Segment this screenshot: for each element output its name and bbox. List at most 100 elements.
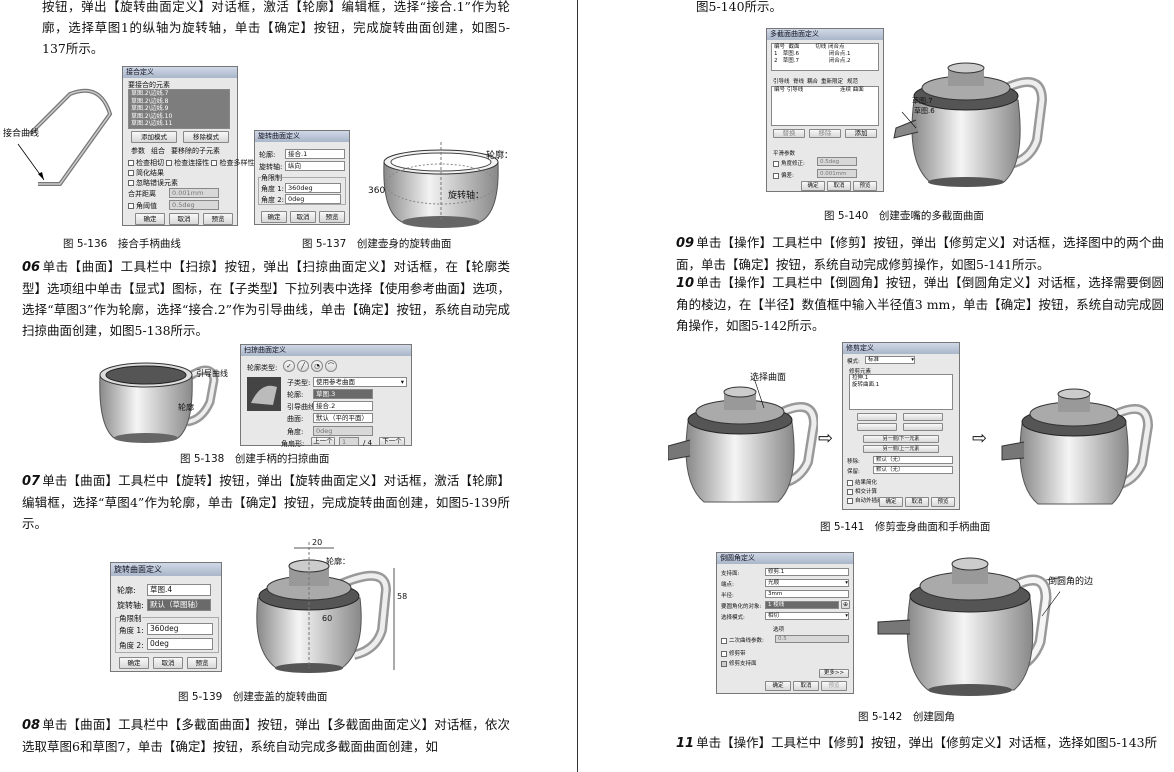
tab-relimitation[interactable]: 重新限定 <box>821 79 844 85</box>
keep-field[interactable]: 默认（无） <box>873 466 953 474</box>
replace-button[interactable]: 替换 <box>773 129 805 138</box>
sector-number-field[interactable]: 1 <box>339 437 359 446</box>
checkbox[interactable] <box>847 497 853 504</box>
ok-button[interactable]: 确定 <box>801 181 825 191</box>
elements-list[interactable]: 草图.2\边线.7 草图.2\边线.8 草图.2\边线.9 草图.2\边线.10… <box>128 89 230 129</box>
profile-field[interactable]: 接合.1 <box>285 149 345 159</box>
add-mode-button[interactable]: 添加模式 <box>131 131 177 143</box>
other-side-previous-button[interactable]: 另一侧/上一元素 <box>863 445 939 453</box>
table-row[interactable]: 1 草图.6 闭合点.1 <box>772 51 878 58</box>
add-button[interactable]: 添加 <box>845 129 877 138</box>
surface-field[interactable]: 默认（平的平面） <box>313 413 373 423</box>
angle1-field[interactable]: 360deg <box>285 183 341 193</box>
grey-button[interactable] <box>903 413 943 421</box>
tab-spine[interactable]: 脊线 <box>793 79 805 85</box>
list-item[interactable]: 草图.2\边线.7 <box>131 90 169 97</box>
ok-button[interactable]: 确定 <box>261 211 287 223</box>
profile-type-explicit-icon[interactable]: ✓ <box>283 360 295 372</box>
angle1-field[interactable]: 360deg <box>147 623 213 635</box>
cancel-button[interactable]: 取消 <box>905 497 929 507</box>
checkbox[interactable] <box>128 180 134 186</box>
checkbox[interactable] <box>166 160 173 166</box>
subtype-select[interactable]: 使用参考曲面▾ <box>313 377 407 387</box>
propagation-select[interactable]: 相切▾ <box>765 612 849 620</box>
merge-distance-field[interactable]: 0.001mm <box>169 188 219 198</box>
checkbox[interactable] <box>721 660 727 667</box>
angle-field[interactable]: 0deg <box>313 426 373 436</box>
cancel-button[interactable]: 取消 <box>290 211 316 223</box>
angle2-field[interactable]: 0deg <box>285 194 341 204</box>
angle2-field[interactable]: 0deg <box>147 638 213 650</box>
ok-button[interactable]: 确定 <box>765 681 791 691</box>
tab-subelements[interactable]: 要移除的子元素 <box>171 147 220 155</box>
ends-select[interactable]: 光顺▾ <box>765 579 849 587</box>
tab-guides[interactable]: 引导线 <box>773 79 790 85</box>
next-button[interactable]: 下一个 <box>379 437 405 446</box>
list-item[interactable]: 草图.2\边线.9 <box>131 105 169 112</box>
edit-list-icon[interactable]: ⊕ <box>841 600 850 609</box>
radius-field[interactable]: 3mm <box>765 590 849 598</box>
profile-type-conic-icon[interactable]: ⌒ <box>325 360 337 372</box>
grey-button[interactable] <box>857 413 897 421</box>
column-header: 曲面 <box>852 87 864 93</box>
list-item[interactable]: 拉伸.1 <box>852 375 869 381</box>
mode-select[interactable]: 标准▾ <box>865 356 915 364</box>
checkbox[interactable] <box>211 160 218 166</box>
more-button[interactable]: 更多>> <box>819 669 849 678</box>
preview-button[interactable]: 预览 <box>319 211 345 223</box>
preview-button[interactable]: 预览 <box>187 657 217 669</box>
guide-curve-field[interactable]: 接合.2 <box>313 401 373 411</box>
grey-button[interactable] <box>903 423 943 431</box>
remove-mode-button[interactable]: 移除模式 <box>183 131 229 143</box>
checkbox[interactable] <box>721 650 727 657</box>
preview-button[interactable]: 预览 <box>821 681 847 691</box>
angle-threshold-field[interactable]: 0.5deg <box>169 200 219 210</box>
checkbox[interactable] <box>847 479 853 486</box>
checkbox[interactable] <box>773 172 779 179</box>
grey-button[interactable] <box>857 423 897 431</box>
checkbox[interactable] <box>128 203 134 209</box>
list-item[interactable]: 草图.2\边线.8 <box>131 97 169 105</box>
axis-field[interactable]: 默认（草图轴） <box>147 599 211 611</box>
list-item[interactable]: 旋转曲面.1 <box>852 382 880 388</box>
cancel-button[interactable]: 取消 <box>153 657 183 669</box>
ok-button[interactable]: 确定 <box>135 213 165 225</box>
previous-button[interactable]: 上一个 <box>311 437 335 446</box>
cancel-button[interactable]: 取消 <box>827 181 851 191</box>
checkbox[interactable] <box>721 637 727 644</box>
checkbox[interactable] <box>128 170 134 176</box>
ok-button[interactable]: 确定 <box>879 497 903 507</box>
list-item[interactable]: 草图.2\边线.11 <box>131 120 173 127</box>
tab-params[interactable]: 参数 <box>131 147 145 155</box>
table-row[interactable]: 2 草图.7 闭合点.2 <box>772 58 878 65</box>
axis-field[interactable]: 纵向 <box>285 161 345 171</box>
profile-type-circle-icon[interactable]: ◔ <box>311 360 323 372</box>
profile-field[interactable]: 草图.3 <box>313 389 373 399</box>
sections-list[interactable]: 编号 截面 切线 闭合点 1 草图.6 闭合点.1 2 草图.7 闭合点.2 <box>771 43 879 71</box>
trimmed-elements-list[interactable]: 拉伸.1 旋转曲面.1 <box>849 374 953 410</box>
guides-list[interactable]: 编号 引导线 连续 曲面 <box>771 86 879 126</box>
profile-type-line-icon[interactable]: ╱ <box>297 360 309 372</box>
remove-field[interactable]: 默认（无） <box>873 456 953 464</box>
support-field[interactable]: 修剪.1 <box>765 568 849 576</box>
preview-button[interactable]: 预览 <box>853 181 877 191</box>
ok-button[interactable]: 确定 <box>119 657 149 669</box>
tab-canonical[interactable]: 规范 <box>847 79 859 85</box>
angle-correction-field[interactable]: 0.5deg <box>817 157 857 166</box>
preview-button[interactable]: 预览 <box>931 497 955 507</box>
preview-button[interactable]: 预览 <box>203 213 233 225</box>
checkbox[interactable] <box>773 160 779 167</box>
cancel-button[interactable]: 取消 <box>169 213 199 225</box>
conic-field[interactable]: 0.5 <box>775 635 849 643</box>
list-item[interactable]: 草图.2\边线.10 <box>131 112 173 120</box>
profile-field[interactable]: 草图.4 <box>147 584 211 596</box>
objects-field[interactable]: 1 棱线 <box>765 601 839 609</box>
cancel-button[interactable]: 取消 <box>793 681 819 691</box>
other-side-next-button[interactable]: 另一侧/下一元素 <box>863 435 939 443</box>
checkbox[interactable] <box>847 488 853 495</box>
remove-button[interactable]: 移除 <box>809 129 841 138</box>
tab-combine[interactable]: 组合 <box>151 147 165 155</box>
deviation-field[interactable]: 0.001mm <box>817 169 857 178</box>
tab-coupling[interactable]: 耦合 <box>807 79 819 85</box>
checkbox[interactable] <box>128 160 134 166</box>
